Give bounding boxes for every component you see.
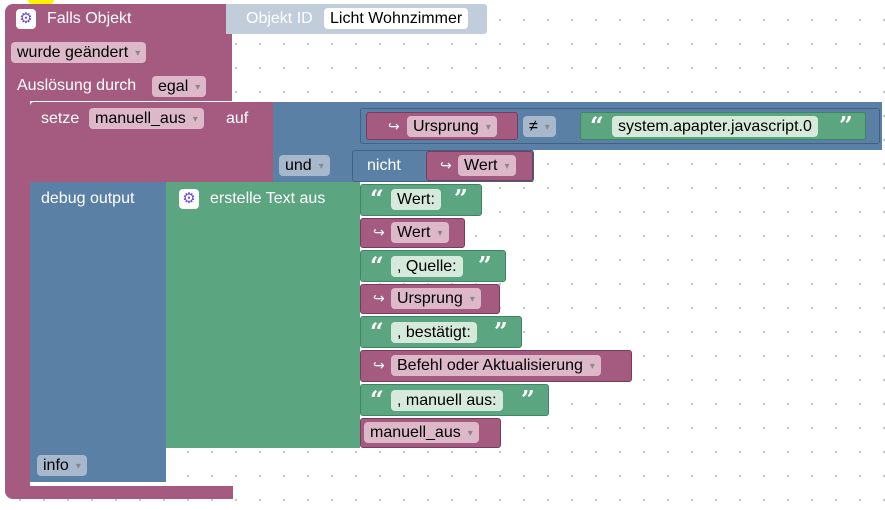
return-arrow-icon: ↪	[388, 118, 400, 134]
return-arrow-icon: ↪	[373, 290, 385, 306]
field-item-dropdown[interactable]: Wert	[391, 222, 449, 243]
info-dropdown[interactable]: info	[37, 455, 87, 476]
trigger-dropdown[interactable]: egal	[152, 76, 207, 97]
return-arrow-icon: ↪	[440, 157, 452, 173]
text-item-value[interactable]: , Quelle:	[391, 256, 463, 277]
debug-label: debug output	[41, 190, 135, 207]
create-text-label: erstelle Text aus	[210, 190, 326, 207]
trigger-label: Auslösung durch	[17, 77, 137, 94]
variable-item-dropdown[interactable]: manuell_aus	[364, 422, 479, 443]
text-item-value[interactable]: , manuell aus:	[391, 390, 503, 411]
event-block-left-rail	[5, 100, 30, 490]
operator-dropdown[interactable]: ≠	[523, 116, 556, 137]
condition-dropdown[interactable]: wurde geändert	[11, 42, 147, 63]
text-item-value[interactable]: Wert:	[391, 189, 441, 210]
object-id-value[interactable]: Licht Wohnzimmer	[324, 8, 469, 29]
to-label: auf	[226, 110, 249, 127]
open-quote-icon: “	[370, 317, 384, 346]
gear-icon[interactable]: ⚙	[179, 189, 199, 209]
variable-dropdown[interactable]: manuell_aus	[89, 108, 204, 129]
field-item-dropdown[interactable]: Ursprung	[391, 288, 481, 309]
close-quote-icon: ”	[839, 111, 853, 140]
return-arrow-icon: ↪	[373, 357, 385, 373]
close-quote-icon: ”	[454, 184, 468, 213]
close-quote-icon: ”	[478, 251, 492, 280]
text-item-value[interactable]: , bestätigt:	[391, 322, 477, 343]
debug-output-block[interactable]	[30, 182, 166, 482]
text-literal-value[interactable]: system.apapter.javascript.0	[612, 116, 818, 137]
close-quote-icon: ”	[521, 385, 535, 414]
set-label: setze	[41, 110, 80, 127]
create-text-block[interactable]	[166, 182, 360, 448]
not-label: nicht	[367, 157, 401, 174]
open-quote-icon: “	[370, 385, 384, 414]
selection-marker	[28, 0, 54, 4]
open-quote-icon: “	[370, 184, 384, 213]
close-quote-icon: ”	[494, 317, 508, 346]
event-title: Falls Objekt	[47, 10, 132, 27]
open-quote-icon: “	[590, 111, 604, 140]
return-arrow-icon: ↪	[373, 224, 385, 240]
ursprung-dropdown[interactable]: Ursprung	[407, 116, 497, 137]
object-id-label: Objekt ID	[246, 10, 313, 27]
open-quote-icon: “	[370, 251, 384, 280]
gear-icon[interactable]: ⚙	[16, 9, 36, 29]
field-item-dropdown[interactable]: Befehl oder Aktualisierung	[391, 355, 601, 376]
and-dropdown[interactable]: und	[279, 155, 330, 176]
wert-dropdown[interactable]: Wert	[458, 155, 516, 176]
event-block-bottom	[5, 486, 233, 499]
